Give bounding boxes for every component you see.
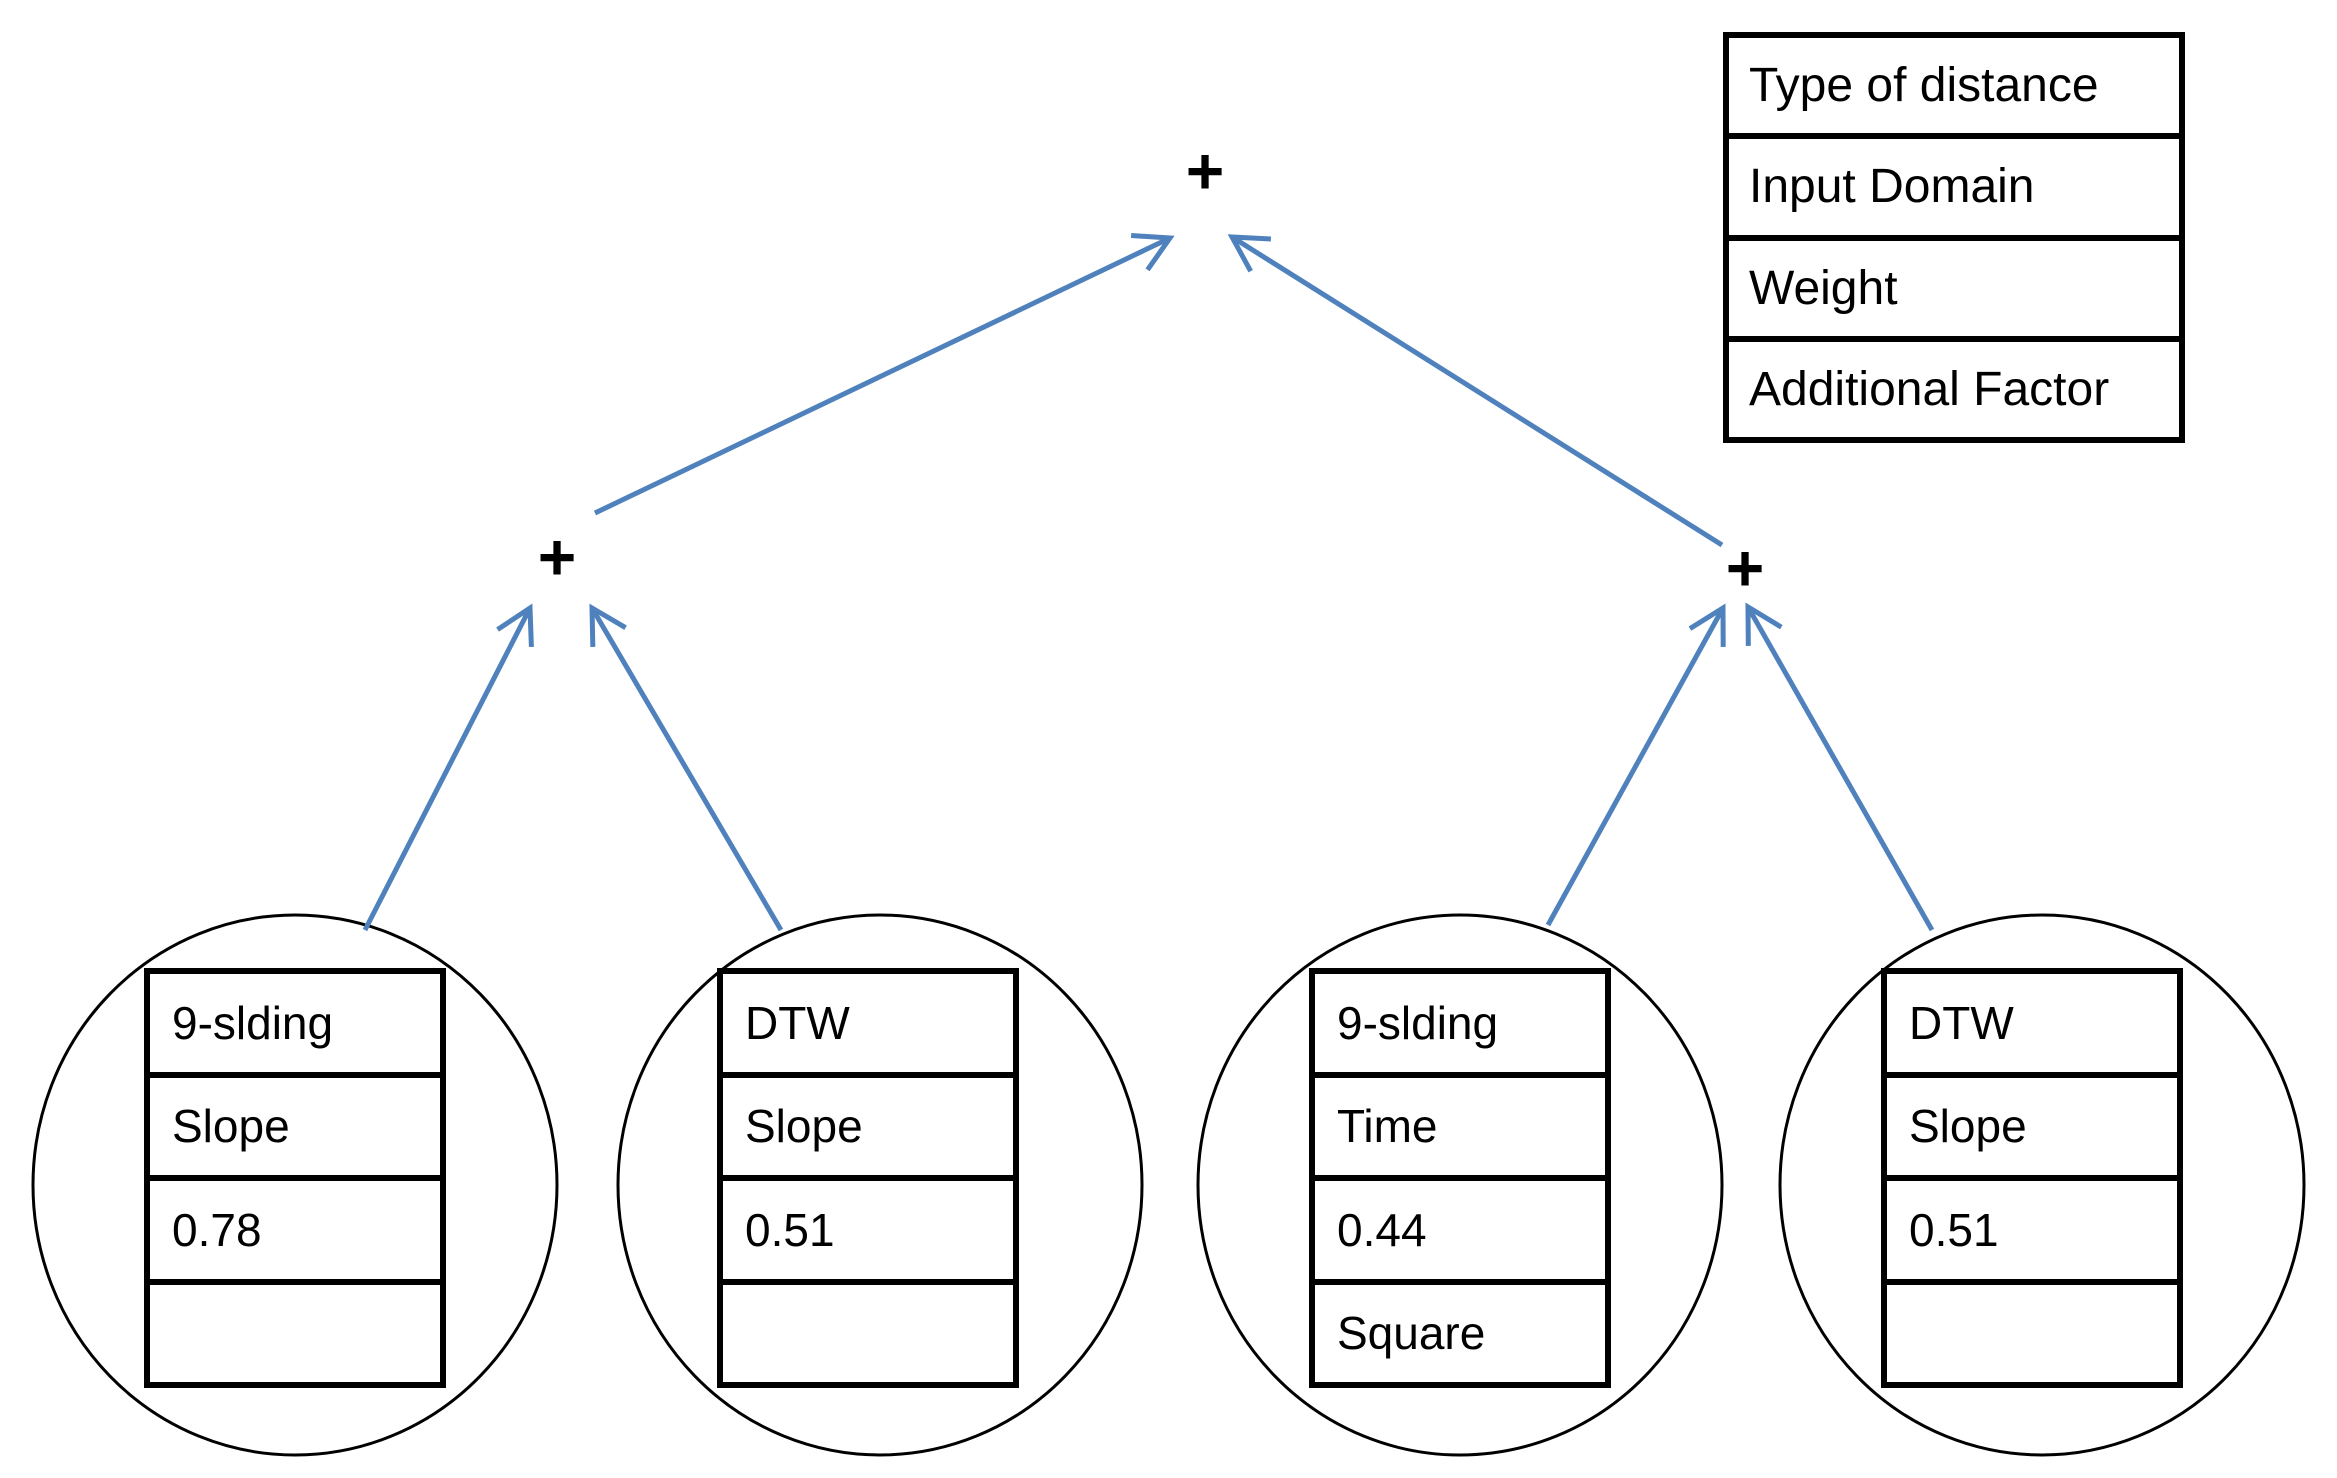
type-of-distance-cell: 9-slding — [150, 974, 440, 1078]
input-domain-cell: Slope — [723, 1078, 1013, 1181]
legend-row-additional-factor: Additional Factor — [1749, 362, 2110, 416]
root-sum-operator: + — [1185, 133, 1225, 208]
weight-cell: 0.78 — [150, 1181, 440, 1285]
additional-factor-cell — [1887, 1285, 2177, 1383]
leaf-table-3: 9-slding Time 0.44 Square — [1309, 968, 1611, 1388]
arrow-leaf2-to-left-sum — [589, 603, 784, 932]
arrow-leaf1-to-left-sum — [362, 603, 534, 932]
legend-row-type-of-distance: Type of distance — [1729, 38, 2179, 140]
weight-cell: 0.44 — [1315, 1181, 1605, 1285]
input-domain-cell: Slope — [1887, 1078, 2177, 1181]
left-sum-operator: + — [537, 519, 577, 594]
leaf-table-1: 9-slding Slope 0.78 — [144, 968, 446, 1388]
additional-factor-cell — [723, 1285, 1013, 1383]
arrow-leaf3-to-right-sum — [1545, 603, 1726, 927]
type-of-distance-cell: 9-slding — [1315, 974, 1605, 1078]
arrow-leaf4-to-right-sum — [1745, 602, 1935, 932]
arrow-left-sum-to-root-sum — [593, 233, 1175, 516]
right-sum-operator: + — [1725, 530, 1765, 605]
additional-factor-cell: Square — [1337, 1307, 1486, 1360]
legend-row-weight: Weight — [1729, 241, 2179, 342]
weight-cell: 0.51 — [723, 1181, 1013, 1285]
weight-cell: 0.51 — [1887, 1181, 2177, 1285]
leaf-table-2: DTW Slope 0.51 — [717, 968, 1019, 1388]
input-domain-cell: Slope — [150, 1078, 440, 1181]
arrow-right-sum-to-root-sum — [1227, 234, 1724, 548]
legend-table: Type of distance Input Domain Weight Add… — [1723, 32, 2185, 443]
leaf-table-4: DTW Slope 0.51 — [1881, 968, 2183, 1388]
legend-row-input-domain: Input Domain — [1729, 139, 2179, 241]
input-domain-cell: Time — [1315, 1078, 1605, 1181]
additional-factor-cell — [150, 1285, 440, 1383]
type-of-distance-cell: DTW — [1887, 974, 2177, 1078]
type-of-distance-cell: DTW — [723, 974, 1013, 1078]
